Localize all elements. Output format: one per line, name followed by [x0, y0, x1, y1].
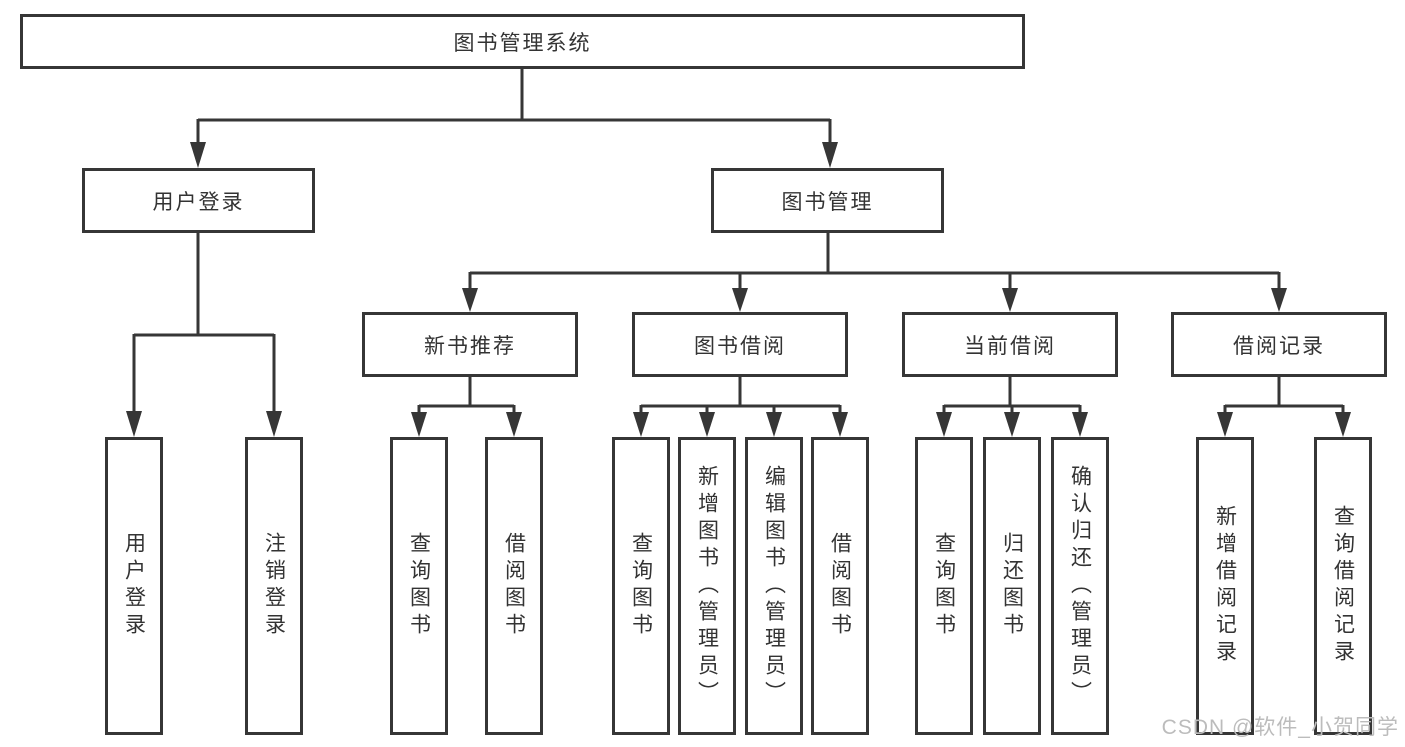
node-new-book-recommend: 新书推荐: [362, 312, 578, 377]
node-label: 当前借阅: [964, 334, 1056, 358]
node-label: 用户登录: [152, 190, 245, 214]
leaf-borrow-books: 借阅图书: [485, 437, 543, 735]
leaf-label: 查询图书: [932, 532, 956, 640]
leaf-add-borrow-record: 新增借阅记录: [1196, 437, 1254, 735]
node-label: 图书借阅: [694, 334, 786, 358]
leaf-confirm-return-admin: 确认归还（管理员）: [1051, 437, 1109, 735]
connector-book-management-to-level3: [462, 233, 1287, 312]
leaf-borrow-books: 借阅图书: [811, 437, 869, 735]
leaf-label: 查询借阅记录: [1331, 505, 1355, 667]
connector-current-borrowing-to-leaves: [936, 377, 1088, 437]
node-label: 新书推荐: [424, 334, 516, 358]
leaf-label: 编辑图书（管理员）: [762, 464, 786, 708]
leaf-return-books: 归还图书: [983, 437, 1041, 735]
leaf-label: 查询图书: [629, 532, 653, 640]
leaf-user-login: 用户登录: [105, 437, 163, 735]
leaf-label: 注销登录: [262, 532, 286, 640]
leaf-query-books: 查询图书: [612, 437, 670, 735]
leaf-add-books-admin: 新增图书（管理员）: [678, 437, 736, 735]
node-label: 图书管理: [781, 190, 874, 214]
leaf-logout: 注销登录: [245, 437, 303, 735]
node-user-login: 用户登录: [82, 168, 315, 233]
connector-user-login-to-leaves: [126, 233, 282, 437]
node-current-borrowing: 当前借阅: [902, 312, 1118, 377]
connector-borrowing-records-to-leaves: [1217, 377, 1351, 437]
leaf-edit-books-admin: 编辑图书（管理员）: [745, 437, 803, 735]
node-borrowing-records: 借阅记录: [1171, 312, 1387, 377]
node-book-borrowing: 图书借阅: [632, 312, 848, 377]
leaf-query-books: 查询图书: [915, 437, 973, 735]
leaf-label: 借阅图书: [828, 532, 852, 640]
node-label: 借阅记录: [1233, 334, 1325, 358]
connector-new-book-recommend-to-leaves: [411, 377, 522, 437]
leaf-label: 确认归还（管理员）: [1068, 464, 1092, 708]
leaf-query-books: 查询图书: [390, 437, 448, 735]
node-book-management: 图书管理: [711, 168, 944, 233]
node-library-management-system: 图书管理系统: [20, 14, 1025, 69]
connector-book-borrowing-to-leaves: [633, 377, 848, 437]
connector-root-to-level2: [190, 69, 838, 168]
leaf-label: 借阅图书: [502, 532, 526, 640]
node-label: 图书管理系统: [453, 31, 592, 55]
leaf-label: 用户登录: [122, 532, 146, 640]
leaf-label: 归还图书: [1000, 532, 1024, 640]
leaf-label: 查询图书: [407, 532, 431, 640]
leaf-query-borrow-record: 查询借阅记录: [1314, 437, 1372, 735]
leaf-label: 新增图书（管理员）: [695, 464, 719, 708]
leaf-label: 新增借阅记录: [1213, 505, 1237, 667]
